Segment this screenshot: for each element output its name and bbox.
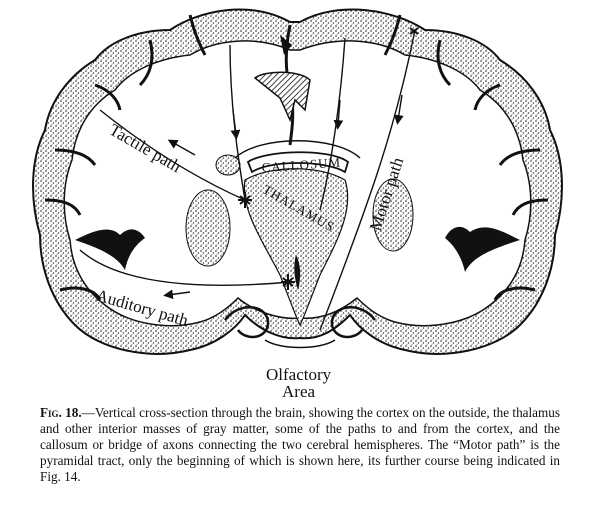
left-small-mass (215, 154, 241, 176)
right-descending-line (319, 37, 346, 211)
motor-path-line (319, 29, 416, 331)
left-lateral-fissure (75, 229, 145, 270)
direction-arrows (163, 94, 404, 300)
callosum-label: CALLOSUM (261, 154, 341, 175)
right-basal-ganglion (372, 178, 414, 252)
auditory-arrow (163, 289, 191, 300)
olfactory-label-line2: Area (282, 382, 315, 400)
corpus-callosum (246, 151, 350, 174)
olfactory-floor (264, 339, 336, 349)
cortical-folds (44, 14, 549, 301)
neuron-stars (238, 27, 419, 290)
olfactory-label-line1: Olfactory (266, 365, 332, 384)
figure-number: Fig. 18. (40, 405, 82, 420)
brain-cross-section-figure: Tactile path Motor path Auditory path CA… (32, 8, 563, 400)
lateral-ventricle (253, 71, 311, 123)
left-temporal-hook (224, 306, 270, 339)
right-down-arrow (333, 99, 344, 130)
tactile-arrow (167, 139, 196, 156)
figure-caption: Fig. 18.—Vertical cross-section through … (40, 405, 560, 485)
third-ventricle (294, 255, 301, 290)
left-down-arrow (230, 109, 241, 140)
caption-text: —Vertical cross-section through the brai… (40, 405, 561, 484)
auditory-path-line (79, 249, 291, 287)
right-temporal-hook (330, 306, 376, 339)
motor-down-arrow (393, 94, 404, 125)
medial-dark-sulcus (280, 35, 292, 55)
callosum-upper-arc (234, 140, 361, 159)
left-basal-ganglion (185, 189, 231, 267)
right-lateral-fissure (445, 226, 520, 272)
tactile-path-line (99, 109, 246, 201)
